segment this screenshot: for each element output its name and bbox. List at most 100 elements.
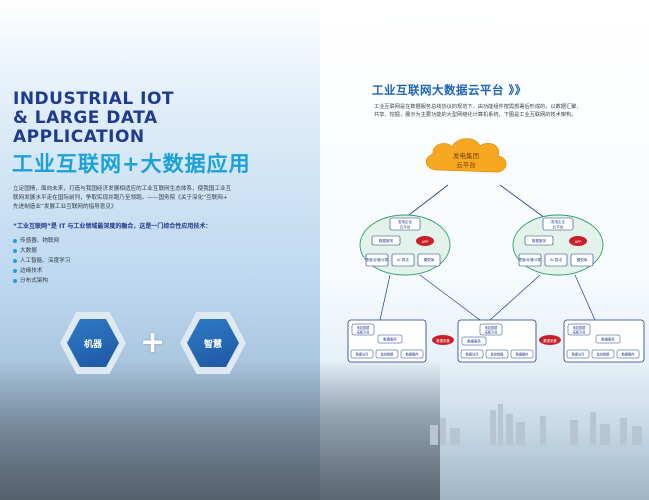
headline-line: INDUSTRIAL IOT (13, 89, 175, 109)
edge-node-3: 电站数据 采集平台 数据服务 数据访问 监控数据 数据缓存 (563, 319, 645, 363)
intro-line: 联网发展水平走在国际前列，争取实现并跑乃至领跑。——国务院《关于深化“互联网+ (13, 195, 228, 201)
machine-hexagon: 机器 (60, 312, 126, 374)
list-item: 边缘技术 (13, 266, 133, 276)
left-cluster: 发电企业 云平台 数据服务 APP 配置/存储/计算 AI 算法 模型库 (359, 214, 451, 276)
connector-line (419, 274, 481, 321)
edge-sub-label: 监控数据 (491, 352, 505, 357)
edge-title-box (567, 323, 591, 336)
collection-bubble (539, 335, 561, 345)
edge-title: 电站数据 (573, 325, 587, 330)
model-box (570, 253, 594, 267)
edge-sub-label: 数据访问 (356, 352, 369, 357)
enterprise-box (542, 217, 574, 231)
edge-service-label: 数据服务 (383, 337, 397, 342)
collection-label: 数据采集 (543, 338, 557, 343)
data-service-label: 数据服务 (532, 238, 547, 243)
edge-sub-box (460, 349, 484, 359)
collection-bubble (432, 335, 454, 345)
ai-box (391, 253, 415, 267)
edge-service-box (461, 336, 487, 346)
headline-line: & LARGE DATA (13, 108, 158, 128)
model-label: 模型库 (424, 257, 435, 262)
connector-line (379, 274, 391, 321)
edge-title: 采集平台 (485, 330, 498, 335)
enterprise-box (389, 217, 421, 231)
edge-title-box (479, 323, 503, 336)
edge-node-2: 电站数据 采集平台 数据服务 数据访问 监控数据 数据缓存 (457, 319, 537, 363)
list-item: 人工智能、深度学习 (13, 256, 133, 266)
list-item: 传感器、物联网 (13, 236, 133, 246)
ai-box (544, 253, 568, 267)
app-bubble (569, 236, 587, 246)
enterprise-label: 云平台 (553, 224, 564, 229)
ai-label: AI 算法 (550, 257, 562, 262)
cloud-icon (425, 138, 507, 173)
edge-title: 采集平台 (357, 330, 370, 335)
wisdom-label: 智慧 (203, 339, 222, 350)
city-skyline-image (430, 404, 642, 445)
enterprise-label: 发电企业 (398, 219, 413, 224)
list-item: 分布式架构 (13, 276, 133, 286)
edge-sub-label: 数据缓存 (622, 352, 636, 357)
edge-sub-label: 监控数据 (381, 352, 395, 357)
edge-sub-box (350, 349, 374, 359)
edge-node-1: 电站数据 采集平台 数据服务 数据访问 监控数据 数据缓存 (347, 319, 427, 363)
english-headline: INDUSTRIAL IOT & LARGE DATA APPLICATION (13, 90, 313, 147)
edge-title: 采集平台 (573, 330, 586, 335)
highlight-sentence: “工业互联网”是 IT 与工业领域最深度的融合，这是一门综合性应用技术： (13, 223, 212, 230)
plus-sign: + (140, 325, 166, 360)
architecture-diagram: 发电集团 云平台 发电企业 云平台 数据服务 APP 配置/存储/计算 AI 算… (347, 138, 645, 363)
hexagon-core: 智慧 (187, 319, 239, 367)
model-label: 模型库 (577, 257, 588, 262)
model-box (417, 253, 441, 267)
cloud-label: 发电集团 (453, 151, 479, 160)
connector-line (574, 274, 596, 321)
right-cluster: 发电企业 云平台 数据服务 APP 配置/存储/计算 AI 算法 模型库 (512, 214, 604, 276)
wisdom-hexagon: 智慧 (180, 312, 246, 374)
edge-sub-label: 数据访问 (572, 352, 585, 357)
data-service-box (524, 235, 554, 246)
technology-list: 传感器、物联网 大数据 人工智能、深度学习 边缘技术 分布式架构 (13, 236, 133, 286)
edge-sub-box (510, 349, 534, 359)
edge-service-label: 数据服务 (467, 339, 481, 344)
cloud-label: 云平台 (456, 160, 476, 169)
description-line: 共享、挖掘，展示为主要功能的大型网络化计算机系统，下图是工业互联网的技术架构。 (374, 112, 577, 118)
connector-line (499, 184, 546, 219)
edge-sub-box (375, 349, 399, 359)
connector-line (489, 274, 541, 321)
ai-label: AI 算法 (397, 257, 409, 262)
chinese-title: 工业互联网+大数据应用 (12, 152, 251, 176)
edge-title: 电站数据 (357, 325, 371, 330)
edge-service-label: 数据服务 (601, 337, 615, 342)
intro-line: 立足国情，面向未来，打造与我国经济发展相适应的工业互联网生态体系，使我国工业互 (13, 186, 232, 192)
edge-sub-label: 数据缓存 (406, 352, 420, 357)
platform-description: 工业互联网是在数据服务总线协议的规范下，由功能组件按需部署后形成的，以数据汇聚、… (374, 103, 624, 119)
factory-background (0, 360, 440, 500)
app-label: APP (575, 240, 583, 244)
connector-line (404, 184, 449, 219)
data-service-label: 数据服务 (379, 238, 394, 243)
edge-sub-label: 数据访问 (466, 352, 479, 357)
config-label: 配置/存储/计算 (366, 257, 388, 262)
config-box (365, 253, 389, 267)
config-box (518, 253, 542, 267)
machine-label: 机器 (83, 339, 102, 350)
edge-title-box (351, 323, 375, 336)
enterprise-label: 云平台 (400, 224, 411, 229)
description-line: 工业互联网是在数据服务总线协议的规范下，由功能组件按需部署后形成的，以数据汇聚、 (374, 104, 582, 110)
platform-title: 工业互联网大数据云平台 》》 (372, 83, 527, 97)
edge-sub-box (485, 349, 509, 359)
edge-sub-label: 数据缓存 (516, 352, 530, 357)
config-label: 配置/存储/计算 (519, 257, 541, 262)
intro-paragraph: 立足国情，面向未来，打造与我国经济发展相适应的工业互联网生态体系，使我国工业互 … (13, 185, 283, 212)
list-item: 大数据 (13, 246, 133, 256)
cloud-platform-node: 发电集团 云平台 (425, 138, 507, 173)
edge-sub-box (591, 349, 615, 359)
app-bubble (416, 236, 434, 246)
edge-service-box (377, 334, 403, 344)
intro-line: 先进制造业”发展工业互联网的指导意见》 (13, 204, 117, 210)
enterprise-label: 发电企业 (551, 219, 566, 224)
edge-title: 电站数据 (485, 325, 499, 330)
app-label: APP (422, 240, 430, 244)
